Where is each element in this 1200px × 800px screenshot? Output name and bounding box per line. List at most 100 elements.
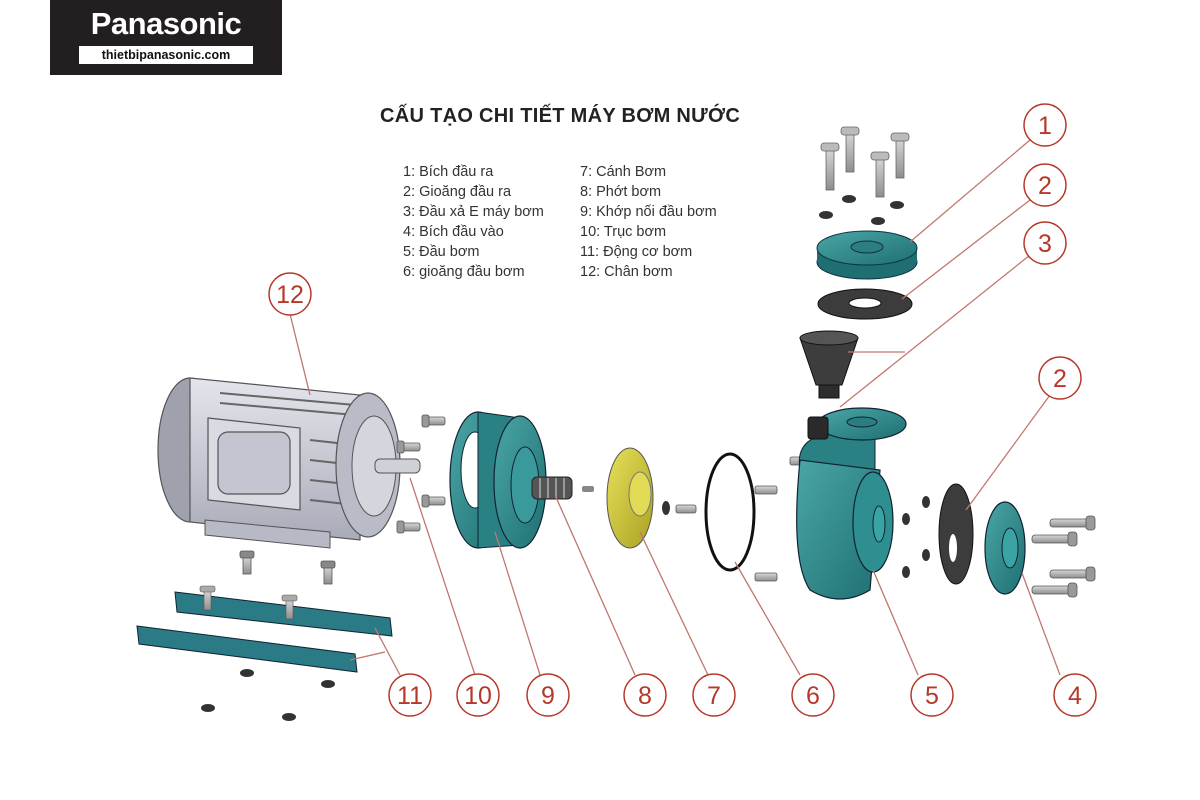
nut-icon <box>201 704 215 712</box>
bolt-icon <box>675 504 697 514</box>
pump-head <box>796 407 907 600</box>
leader-line-11a <box>374 627 401 676</box>
bolt-icon <box>320 560 336 585</box>
callout-8: 8 <box>623 673 667 717</box>
washer-icon <box>662 501 670 515</box>
base-rails <box>136 585 393 721</box>
bolt-icon <box>1049 566 1096 582</box>
leader-line-1 <box>909 139 1031 243</box>
bolt-icon <box>421 414 446 428</box>
nut-icon <box>902 566 910 578</box>
impeller <box>606 447 697 549</box>
svg-text:6: 6 <box>806 682 820 710</box>
legend-column-1: 1: Bích đầu ra 2: Gioăng đầu ra 3: Đầu x… <box>403 162 544 282</box>
legend-item: 9: Khớp nối đầu bơm <box>580 204 717 220</box>
bolt-icon <box>754 485 778 495</box>
bolt-icon <box>1031 531 1078 547</box>
legend-item: 10: Trục bơm <box>580 224 667 240</box>
legend-item: 11: Động cơ bơm <box>580 244 693 260</box>
legend-item: 2: Gioăng đầu ra <box>403 184 512 200</box>
panasonic-logo: Panasonic thietbipanasonic.com <box>50 0 282 75</box>
pump-head-nuts <box>902 496 930 578</box>
svg-text:2: 2 <box>1038 172 1052 200</box>
legend-item: 6: gioăng đầu bơm <box>403 264 525 280</box>
inlet-flange <box>984 501 1026 595</box>
svg-text:8: 8 <box>638 682 652 710</box>
leader-line-2b <box>965 394 1051 511</box>
svg-text:11: 11 <box>397 682 423 710</box>
svg-text:1: 1 <box>1038 112 1052 140</box>
leader-line-12 <box>289 313 311 396</box>
motor <box>157 377 421 549</box>
nut-icon <box>282 713 296 721</box>
svg-text:2: 2 <box>1053 365 1067 393</box>
bolt-icon <box>1049 515 1096 531</box>
bolt-icon <box>840 126 860 173</box>
svg-text:10: 10 <box>464 682 492 710</box>
svg-text:7: 7 <box>707 682 721 710</box>
outlet-gasket <box>817 288 913 320</box>
bolt-icon <box>421 494 446 508</box>
leader-line-8 <box>554 494 636 676</box>
bolt-icon <box>396 440 421 454</box>
nut-icon <box>240 669 254 677</box>
inlet-bolts <box>1031 515 1096 598</box>
callout-2-inlet: 2 <box>1038 356 1082 400</box>
bolt-icon <box>890 132 910 179</box>
leader-line-6 <box>734 561 801 676</box>
logo-brand: Panasonic <box>90 6 242 41</box>
bolt-icon <box>1031 582 1078 598</box>
callout-11: 11 <box>388 673 432 717</box>
callout-3: 3 <box>1023 221 1067 265</box>
legend-item: 12: Chân bơm <box>580 264 673 280</box>
leader-line-9 <box>494 531 541 676</box>
leader-line-3 <box>839 254 1031 408</box>
legend-item: 8: Phớt bơm <box>580 184 662 200</box>
logo-site: thietbipanasonic.com <box>79 46 253 64</box>
bolt-icon <box>396 520 421 534</box>
leader-line-11b <box>349 651 386 661</box>
callout-12: 12 <box>268 272 312 316</box>
top-bolts <box>819 126 910 225</box>
diagram-title: CẤU TẠO CHI TIẾT MÁY BƠM NƯỚC <box>380 105 741 127</box>
legend-item: 3: Đầu xả E máy bơm <box>403 204 544 220</box>
callout-9: 9 <box>526 673 570 717</box>
svg-text:4: 4 <box>1068 682 1082 710</box>
leader-line-10 <box>409 477 476 676</box>
bolt-icon <box>870 151 890 198</box>
legend-item: 4: Bích đầu vào <box>403 224 504 240</box>
nut-icon <box>922 549 930 561</box>
nut-icon <box>902 513 910 525</box>
callout-7: 7 <box>692 673 736 717</box>
outlet-flange <box>816 230 918 280</box>
leader-line-2a <box>901 199 1031 300</box>
washer-icon <box>842 195 856 203</box>
callout-10: 10 <box>456 673 500 717</box>
pump-seal <box>531 476 594 500</box>
svg-text:12: 12 <box>276 281 304 309</box>
pump-head-oring <box>704 452 756 572</box>
nut-icon <box>922 496 930 508</box>
legend-item: 7: Cánh Bơm <box>580 164 667 180</box>
washer-icon <box>819 211 833 219</box>
discharge-cone <box>799 330 859 399</box>
callout-5: 5 <box>910 673 954 717</box>
legend-item: 1: Bích đầu ra <box>403 164 494 180</box>
coupling-bracket <box>449 411 547 549</box>
bolt-icon <box>754 572 778 582</box>
callout-4: 4 <box>1053 673 1097 717</box>
callout-2: 2 <box>1023 163 1067 207</box>
callout-6: 6 <box>791 673 835 717</box>
motor-bolts <box>239 414 446 585</box>
callouts: 1 2 3 2 4 5 6 7 8 9 10 11 12 <box>268 103 1097 717</box>
pump-head-bolts <box>754 456 811 582</box>
leader-line-5 <box>872 569 919 676</box>
leader-line-4 <box>1021 572 1061 676</box>
legend-column-2: 7: Cánh Bơm 8: Phớt bơm 9: Khớp nối đầu … <box>580 162 717 282</box>
nut-icon <box>321 680 335 688</box>
legend-item: 5: Đầu bơm <box>403 244 480 260</box>
bolt-icon <box>239 550 255 575</box>
svg-text:9: 9 <box>541 682 555 710</box>
svg-text:3: 3 <box>1038 230 1052 258</box>
